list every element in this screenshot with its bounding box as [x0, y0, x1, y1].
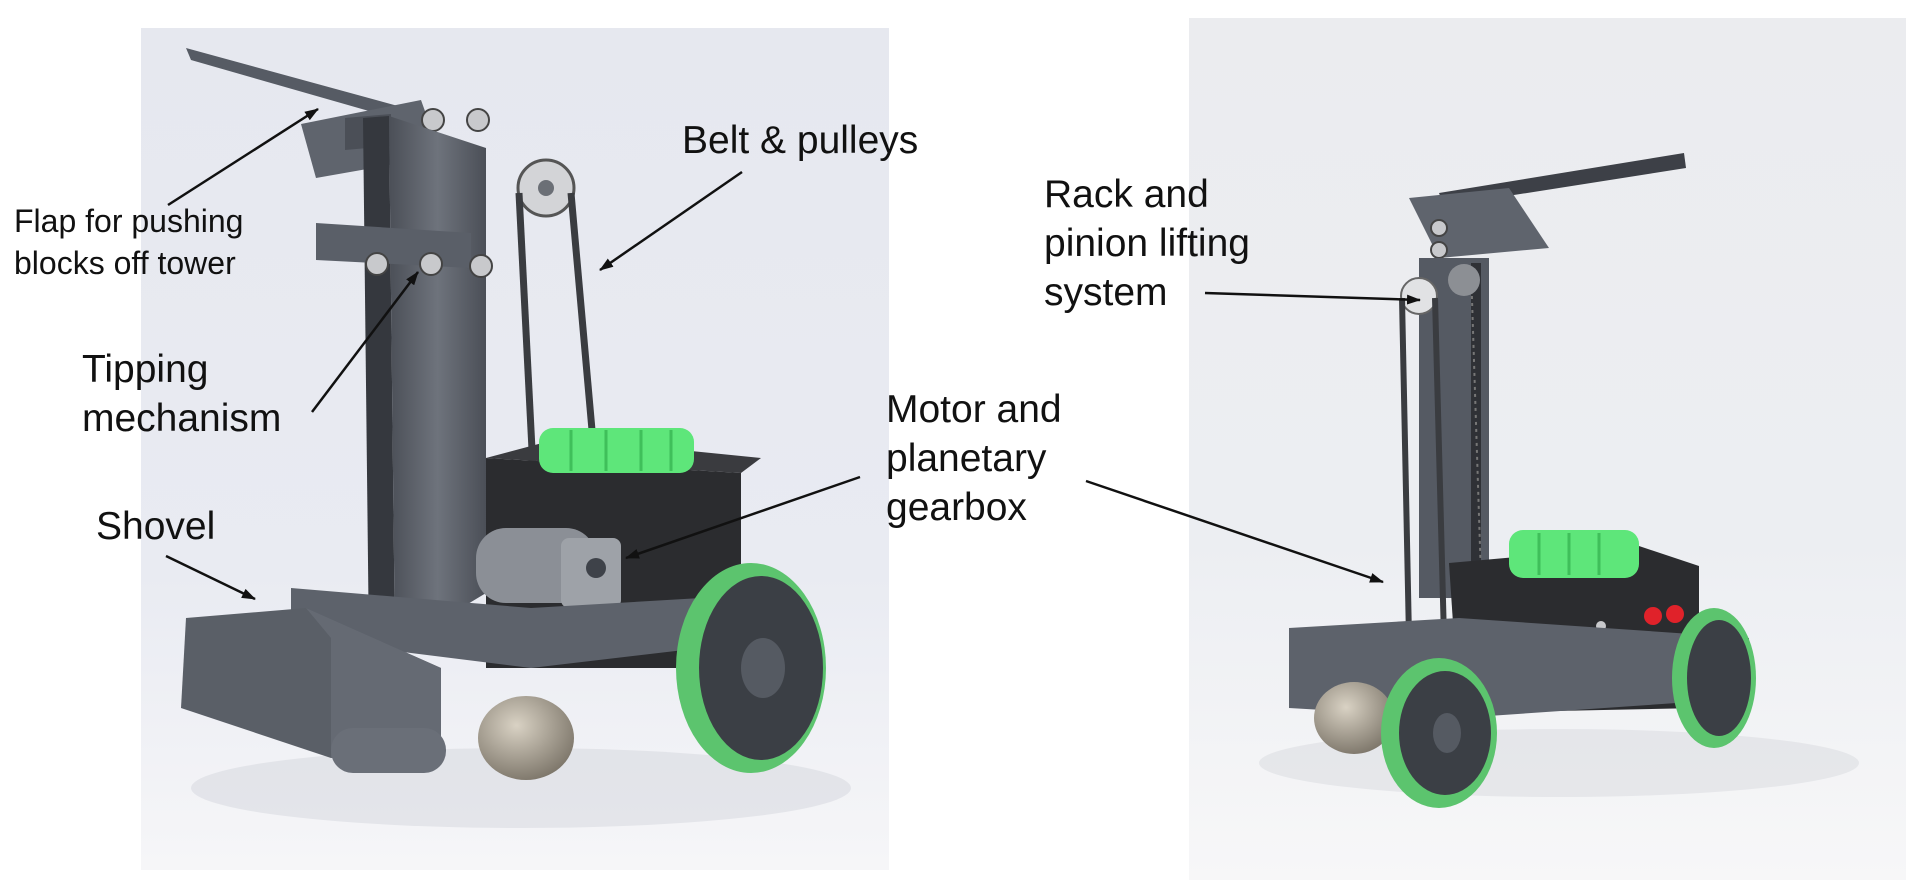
caster-ball	[1314, 682, 1394, 754]
label-motor: Motor and planetary gearbox	[886, 388, 1062, 529]
connector-red	[1666, 605, 1684, 623]
screw-icon	[1430, 241, 1448, 259]
motor-shaft	[586, 558, 606, 578]
screw-icon	[365, 252, 389, 276]
label-shovel: Shovel	[96, 505, 216, 548]
battery-pack	[1509, 530, 1639, 578]
wheel-rim	[1687, 620, 1751, 736]
pinion-gear	[1448, 264, 1480, 296]
left-robot-render	[141, 28, 889, 870]
screw-icon	[1430, 219, 1448, 237]
left-robot-illustration	[141, 28, 889, 870]
screw-icon	[421, 108, 445, 132]
flap-arm	[186, 48, 427, 126]
label-rack: Rack and pinion lifting system	[1044, 173, 1250, 314]
pulley-hub	[538, 180, 554, 196]
screw-icon	[419, 252, 443, 276]
belt-left	[1399, 297, 1412, 639]
screw-icon	[466, 108, 490, 132]
screw-icon	[469, 254, 493, 278]
battery-pack	[539, 428, 694, 473]
shovel-hinge	[331, 728, 446, 773]
wheel-hub	[741, 638, 785, 698]
shovel-side	[306, 608, 441, 758]
connector-red	[1644, 607, 1662, 625]
right-robot-illustration	[1189, 18, 1906, 880]
right-robot-render	[1189, 18, 1906, 880]
wheel-hub	[1433, 713, 1461, 753]
caster-ball	[478, 696, 574, 780]
pulley	[1400, 277, 1438, 315]
label-tipping: Tipping mechanism	[82, 348, 282, 440]
label-flap: Flap for pushing blocks off tower	[14, 203, 244, 281]
belt-right	[1432, 297, 1447, 639]
tower-column	[389, 116, 486, 648]
top-bracket	[1409, 188, 1549, 258]
label-belt: Belt & pulleys	[682, 119, 919, 162]
rack-teeth	[1470, 267, 1482, 579]
